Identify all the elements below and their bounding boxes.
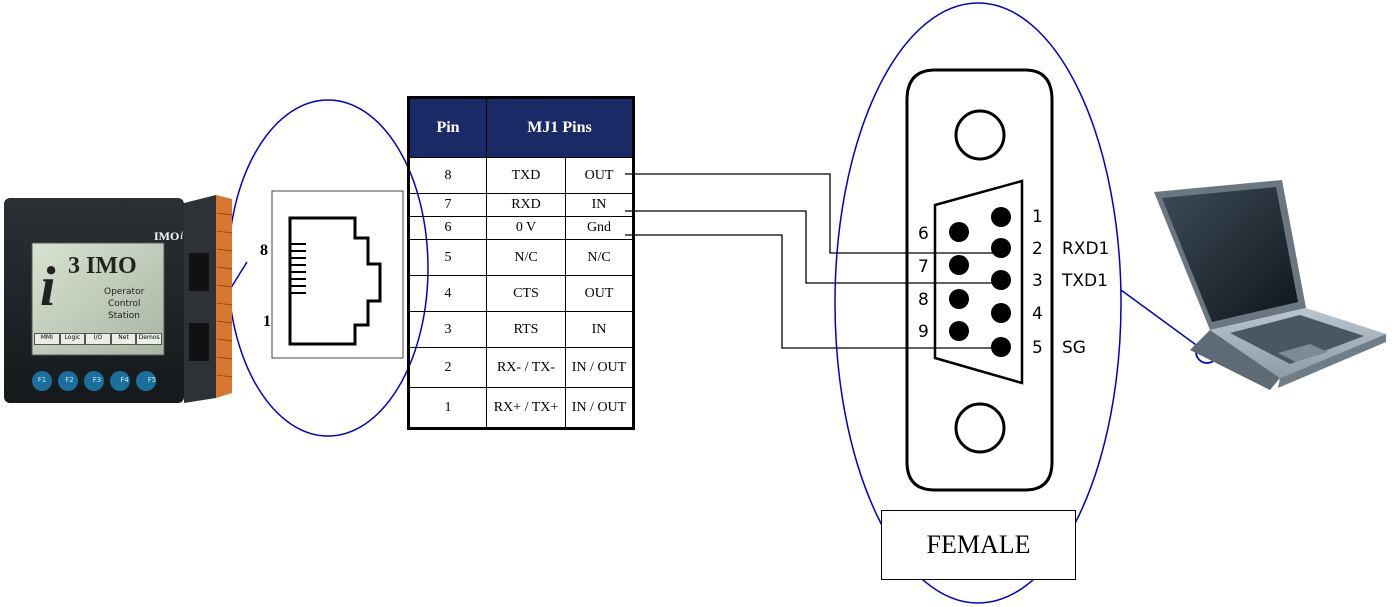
mj1-pin-table: Pin MJ1 Pins 8 TXD OUT 7 RXD IN 6 0 V Gn… bbox=[407, 96, 635, 430]
cell-direction: Gnd bbox=[565, 216, 634, 240]
db9-pin-number: 2 bbox=[1032, 239, 1043, 259]
cell-signal: RTS bbox=[486, 311, 566, 348]
cell-pin: 3 bbox=[408, 311, 487, 348]
table-row: 4 CTS OUT bbox=[408, 275, 634, 312]
signal-label-txd1: TXD1 bbox=[1062, 271, 1108, 291]
table-row: 8 TXD OUT bbox=[408, 157, 634, 194]
function-key: F3 bbox=[92, 376, 102, 384]
function-key: F4 bbox=[120, 376, 129, 384]
db9-pin-number: 3 bbox=[1032, 271, 1043, 291]
screen-tab: I/O bbox=[85, 333, 111, 345]
laptop-icon bbox=[1154, 180, 1386, 390]
header-pin: Pin bbox=[408, 97, 487, 158]
rj45-pin-top-label: 8 bbox=[260, 242, 268, 259]
female-label: FEMALE bbox=[926, 530, 1031, 559]
cell-pin: 7 bbox=[408, 193, 487, 217]
cell-signal: RXD bbox=[486, 193, 566, 217]
table-row: 2 RX- / TX- IN / OUT bbox=[408, 347, 634, 388]
cell-pin: 8 bbox=[408, 157, 487, 194]
cell-direction: OUT bbox=[565, 275, 634, 312]
screen-tab: Net bbox=[110, 333, 137, 345]
db9-pin-number: 9 bbox=[918, 322, 929, 342]
table-row: 6 0 V Gnd bbox=[408, 216, 634, 240]
cell-pin: 2 bbox=[408, 347, 487, 388]
cell-signal: 0 V bbox=[486, 216, 566, 240]
device-brand-label: IMO bbox=[154, 229, 180, 243]
cell-pin: 4 bbox=[408, 275, 487, 312]
screen-line-control: Control bbox=[108, 299, 141, 309]
db9-connector-icon bbox=[905, 68, 1054, 492]
screen-tab: MMI bbox=[34, 333, 60, 345]
signal-label-rxd1: RXD1 bbox=[1062, 239, 1110, 259]
db9-pin-number: 7 bbox=[918, 257, 929, 277]
cell-pin: 6 bbox=[408, 216, 487, 240]
cell-direction: IN bbox=[565, 193, 634, 217]
table-row: 1 RX+ / TX+ IN / OUT bbox=[408, 387, 634, 429]
screen-line-operator: Operator bbox=[104, 287, 145, 297]
cell-signal: RX+ / TX+ bbox=[486, 387, 566, 429]
cell-direction: IN / OUT bbox=[565, 347, 634, 388]
rj45-callout-ellipse bbox=[227, 99, 429, 437]
cell-direction: OUT bbox=[565, 157, 634, 194]
screen-tab: Logic bbox=[59, 333, 86, 345]
table-header-row: Pin MJ1 Pins bbox=[408, 97, 634, 158]
signal-label-sg: SG bbox=[1062, 338, 1086, 358]
function-key: F1 bbox=[37, 376, 47, 384]
screen-brand: 3 IMO bbox=[68, 253, 137, 279]
laptop-callout-pointer bbox=[1120, 289, 1204, 351]
screen-logo-i: i bbox=[40, 256, 56, 318]
rj45-pin-bottom-label: 1 bbox=[263, 313, 271, 330]
table-row: 5 N/C N/C bbox=[408, 239, 634, 276]
db9-pins bbox=[949, 207, 1011, 357]
db9-pin-number: 5 bbox=[1032, 338, 1043, 358]
db9-pin-number: 1 bbox=[1032, 207, 1043, 227]
table-row: 3 RTS IN bbox=[408, 311, 634, 348]
screen-tab-bar: MMI Logic I/O Net Demos bbox=[34, 333, 162, 345]
device-logo-suffix: i bbox=[180, 228, 184, 242]
cell-direction: IN / OUT bbox=[565, 387, 634, 429]
db9-pin-number: 8 bbox=[918, 290, 929, 310]
operator-station-device: IMO i i 3 IMO Operator Control Station M… bbox=[4, 193, 234, 408]
header-mj1-pins: MJ1 Pins bbox=[486, 97, 634, 158]
cell-direction: N/C bbox=[565, 239, 634, 276]
female-label-box: FEMALE bbox=[881, 510, 1076, 580]
cell-direction: IN bbox=[565, 311, 634, 348]
cell-pin: 1 bbox=[408, 387, 487, 429]
cell-signal: CTS bbox=[486, 275, 566, 312]
table-row: 7 RXD IN bbox=[408, 193, 634, 217]
db9-callout-ellipse bbox=[834, 2, 1122, 604]
function-key: F5 bbox=[147, 376, 157, 384]
screen-tab: Demos bbox=[136, 333, 162, 345]
db9-pin-number: 4 bbox=[1032, 304, 1043, 324]
function-key-row: F1 F2 F3 F4 F5 bbox=[32, 376, 162, 384]
cell-signal: TXD bbox=[486, 157, 566, 194]
function-key: F2 bbox=[65, 376, 74, 384]
db9-pin-number: 6 bbox=[918, 224, 929, 244]
cell-signal: RX- / TX- bbox=[486, 347, 566, 388]
wiring bbox=[625, 173, 1001, 349]
rj45-jack-icon bbox=[271, 190, 404, 359]
screen-line-station: Station bbox=[108, 311, 140, 321]
cell-pin: 5 bbox=[408, 239, 487, 276]
cell-signal: N/C bbox=[486, 239, 566, 276]
